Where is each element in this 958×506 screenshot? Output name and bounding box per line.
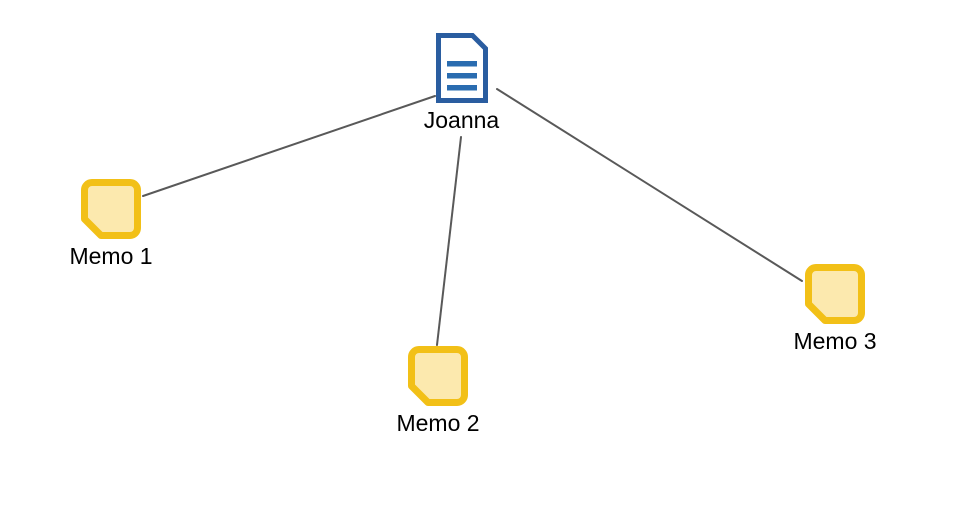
node-label-memo-2: Memo 2 (396, 410, 480, 436)
node-label-memo-3: Memo 3 (793, 328, 877, 354)
document-icon[interactable] (435, 33, 488, 103)
edge-joanna-memo-2 (436, 136, 462, 346)
node-label-memo-1: Memo 1 (69, 243, 153, 269)
edge-joanna-memo-3 (496, 88, 803, 282)
memo-icon[interactable] (81, 179, 141, 239)
node-label-joanna: Joanna (423, 107, 500, 133)
node-memo-3[interactable]: Memo 3 (775, 264, 895, 356)
memo-icon[interactable] (805, 264, 865, 324)
memo-icon[interactable] (408, 346, 468, 406)
node-memo-2[interactable]: Memo 2 (378, 346, 498, 438)
node-joanna[interactable]: Joanna (389, 33, 534, 135)
node-memo-1[interactable]: Memo 1 (51, 179, 171, 271)
